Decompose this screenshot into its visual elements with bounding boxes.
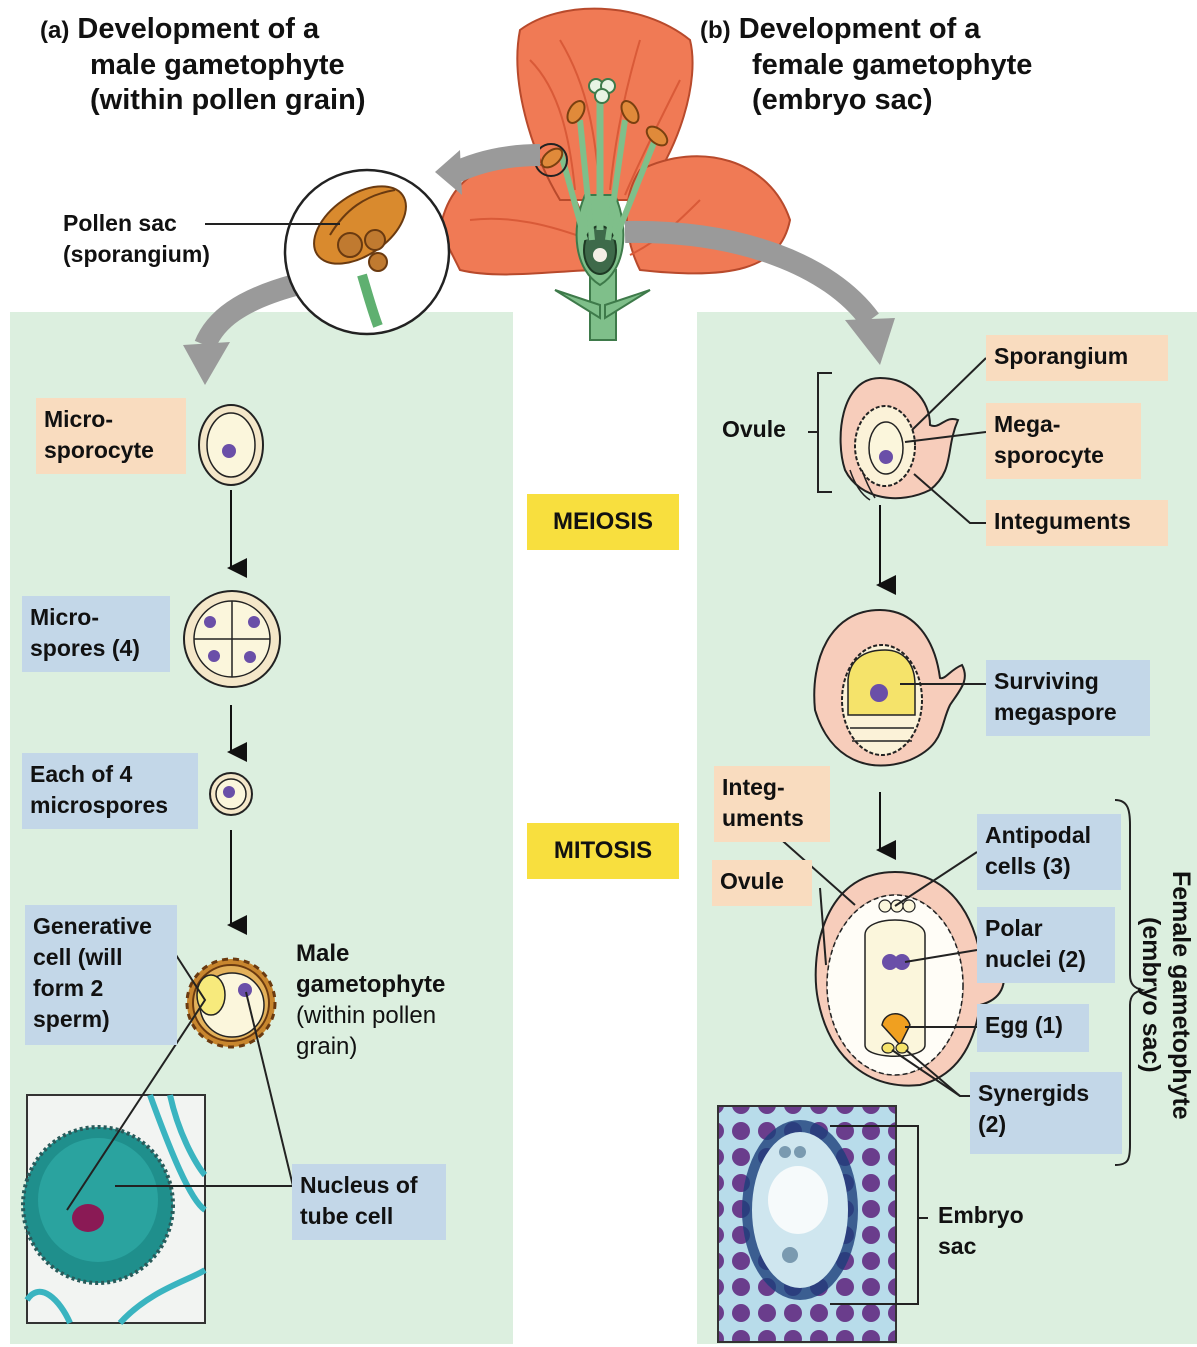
title-female-line-3: (embryo sac) <box>700 84 933 116</box>
label-female-gametophyte: Female gametophyte (embryo sac) <box>1136 830 1196 1160</box>
label-antipodal-cells: Antipodal cells (3) <box>977 814 1121 890</box>
title-male-line-1: Development of a <box>77 13 319 45</box>
title-male-line-3: (within pollen grain) <box>40 84 365 116</box>
label-male-gametophyte: Male gametophyte (within pollen grain) <box>296 938 445 1062</box>
label-microsporocyte: Micro- sporocyte <box>36 398 186 474</box>
label-polar-nuclei: Polar nuclei (2) <box>977 907 1115 983</box>
title-female-line-1: Development of a <box>739 13 981 45</box>
label-integuments-2: Integ- uments <box>714 766 830 842</box>
label-surviving-megaspore: Surviving megaspore <box>986 660 1150 736</box>
label-embryo-sac: Embryo sac <box>938 1200 1024 1262</box>
label-megasporocyte: Mega- sporocyte <box>986 403 1141 479</box>
label-microspores: Micro- spores (4) <box>22 596 170 672</box>
label-mitosis: MITOSIS <box>527 823 679 879</box>
label-generative-cell: Generative cell (will form 2 sperm) <box>25 905 177 1045</box>
label-pollen-sac: Pollen sac (sporangium) <box>63 208 210 270</box>
label-ovule-bottom: Ovule <box>712 860 812 906</box>
label-meiosis: MEIOSIS <box>527 494 679 550</box>
pollen-micrograph <box>23 1095 205 1323</box>
label-integuments: Integuments <box>986 500 1168 546</box>
title-female: (b) Development of a female gametophyte … <box>700 12 1140 118</box>
label-sporangium: Sporangium <box>986 335 1168 381</box>
male-gametophyte-cell <box>187 959 275 1047</box>
ovule-megasporocyte <box>841 378 958 500</box>
label-synergids: Synergids (2) <box>970 1072 1122 1154</box>
title-female-line-2: female gametophyte <box>700 49 1032 81</box>
title-female-tag: (b) <box>700 17 731 44</box>
title-male-tag: (a) <box>40 17 69 44</box>
label-nucleus-tube-cell: Nucleus of tube cell <box>292 1164 446 1240</box>
embryo-sac-micrograph <box>718 1106 896 1342</box>
label-egg: Egg (1) <box>977 1004 1089 1052</box>
title-male: (a) Development of a male gametophyte (w… <box>40 12 480 118</box>
label-each-microspore: Each of 4 microspores <box>22 753 198 829</box>
ovule-surviving-megaspore <box>814 610 965 766</box>
label-ovule-top: Ovule <box>722 414 786 445</box>
title-male-line-2: male gametophyte <box>40 49 345 81</box>
